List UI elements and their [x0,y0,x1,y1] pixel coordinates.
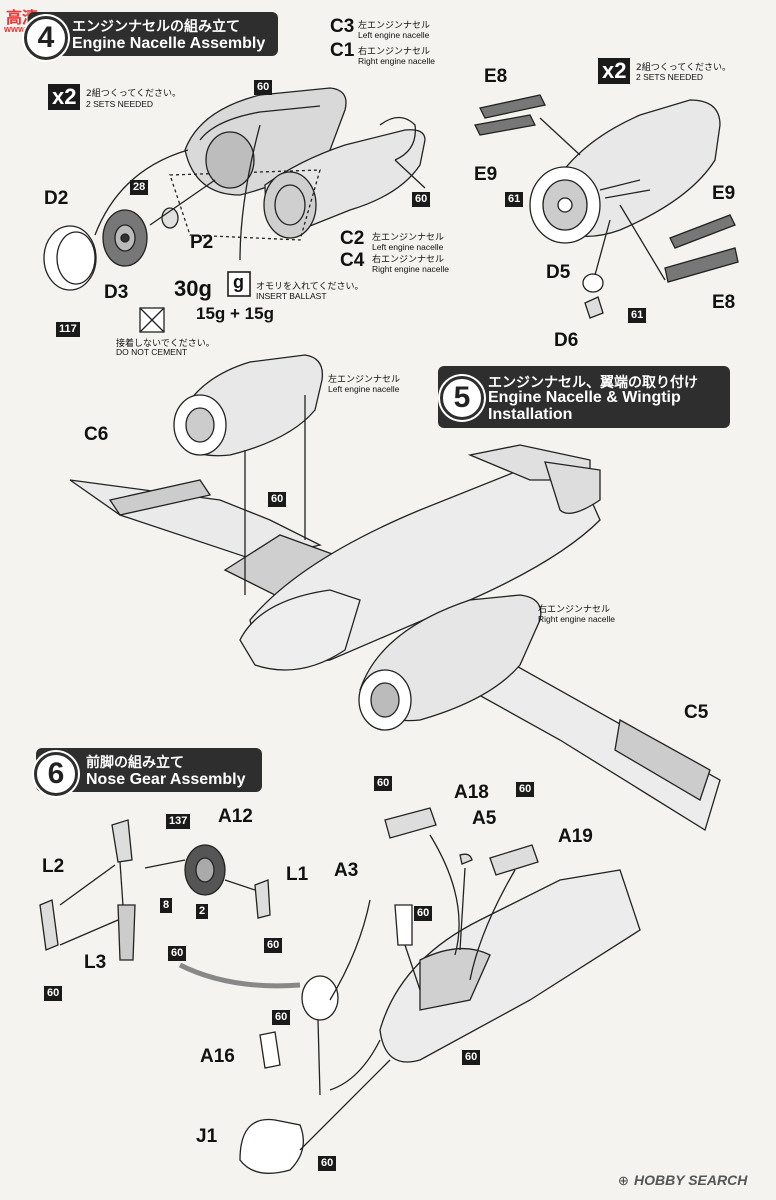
no-cement-jp: 接着しないでください。 [116,339,215,349]
step5-title-en-1: Engine Nacelle & Wingtip [488,389,681,406]
paint-60: 60 [168,946,187,961]
sets-note-en-left: 2 SETS NEEDED [86,99,154,109]
step5-number: 5 [440,376,484,420]
no-cement-en: DO NOT CEMENT [116,347,188,357]
part-E8: E8 [484,66,508,87]
nacelle-left-jp-c2: 左エンジンナセル [372,233,445,243]
part-D5: D5 [546,262,571,283]
nacelle-left-en: Left engine nacelle [358,30,430,40]
part-P2: P2 [190,232,214,253]
part-A3: A3 [334,860,359,881]
part-A5: A5 [472,808,497,829]
nacelle-right-jp-c4: 右エンジンナセル [372,255,445,265]
nacelle-right-jp: 右エンジンナセル [358,47,431,57]
part-D6: D6 [554,330,579,351]
nacelle-left-en-c2: Left engine nacelle [372,242,444,252]
step5-right-nacelle-en: Right engine nacelle [538,614,616,624]
part-A19: A19 [558,826,593,847]
part-J1: J1 [196,1126,218,1147]
paint-28: 28 [130,180,149,195]
paint-60: 60 [318,1156,337,1171]
step5-right-nacelle-jp: 右エンジンナセル [538,605,611,615]
paint-60: 60 [268,492,287,507]
part-E8-right: E8 [712,292,736,313]
paint-60: 60 [414,906,433,921]
nacelle-right-en-c4: Right engine nacelle [372,264,450,274]
part-A16: A16 [200,1046,235,1067]
hobby-search-logo-icon: ⊕ [618,1173,629,1188]
nacelle-left-jp: 左エンジンナセル [358,21,431,31]
part-D2: D2 [44,188,69,209]
part-A12: A12 [218,806,253,827]
part-L3: L3 [84,952,107,973]
paint-60: 60 [264,938,283,953]
ballast-en: INSERT BALLAST [256,291,327,301]
sets-multiplier-right: x2 [598,58,631,84]
paint-137: 137 [166,814,191,829]
paint-60: 60 [254,80,273,95]
step5-banner [438,366,730,428]
nacelle-right-en: Right engine nacelle [358,56,436,66]
part-C3: C3 [330,16,355,37]
step6-title-en: Nose Gear Assembly [86,771,246,788]
paint-61: 61 [628,308,647,323]
step6-title-jp: 前脚の組み立て [86,755,184,771]
step5-left-nacelle-jp: 左エンジンナセル [328,375,401,385]
footer-brand: HOBBY SEARCH [634,1172,748,1188]
paint-8: 8 [160,898,173,913]
sets-multiplier-left: x2 [48,84,81,110]
step4-number: 4 [24,16,68,60]
part-C5: C5 [684,702,709,723]
sets-note-jp-left: 2組つくってください。 [86,89,182,99]
step4-title-jp: エンジンナセルの組み立て [72,19,240,35]
step5-title-en-2: Installation [488,406,573,423]
part-L1: L1 [286,864,309,885]
part-E9-right: E9 [712,183,736,204]
sets-note-jp-right: 2組つくってください。 [636,63,732,73]
step4-banner [28,12,278,56]
ballast-split: 15g + 15g [196,304,274,323]
step5-title-jp: エンジンナセル、翼端の取り付け [488,375,698,391]
paint-60: 60 [272,1010,291,1025]
step6-number: 6 [34,752,78,796]
ballast-jp: オモリを入れてください。 [256,282,364,292]
paint-2: 2 [196,904,209,919]
paint-117: 117 [56,322,80,337]
step5-left-nacelle-en: Left engine nacelle [328,384,400,394]
part-C6: C6 [84,424,109,445]
paint-60: 60 [462,1050,481,1065]
part-E9: E9 [474,164,498,185]
sets-note-en-right: 2 SETS NEEDED [636,72,704,82]
paint-61: 61 [505,192,524,207]
part-C2: C2 [340,228,365,249]
ballast-weight: 30g [174,276,212,301]
part-C1: C1 [330,40,355,61]
part-A18: A18 [454,782,489,803]
part-D3: D3 [104,282,129,303]
paint-60: 60 [44,986,63,1001]
paint-60: 60 [516,782,535,797]
paint-60: 60 [374,776,393,791]
ballast-icon: g [233,272,244,292]
step4-title-en: Engine Nacelle Assembly [72,35,266,52]
part-L2: L2 [42,856,65,877]
paint-60: 60 [412,192,431,207]
part-C4: C4 [340,250,365,271]
